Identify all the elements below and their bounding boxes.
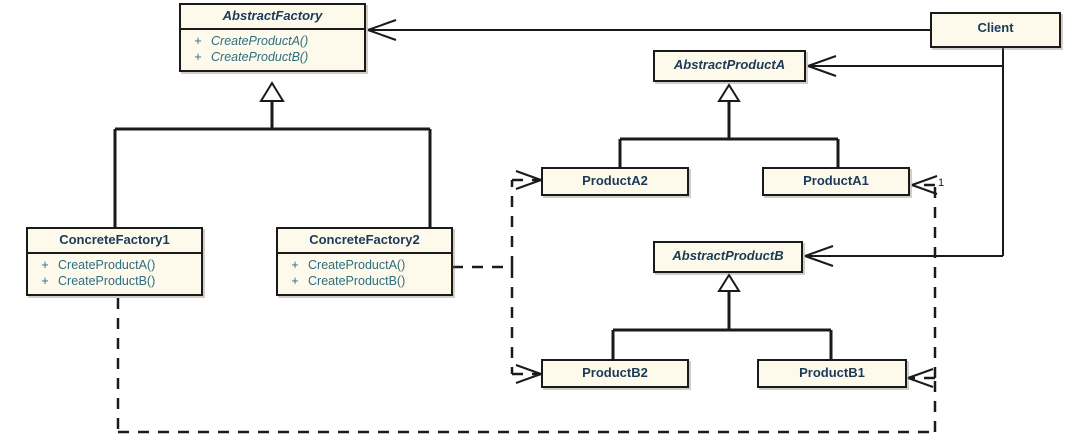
member-visibility: +	[194, 50, 202, 65]
member-name: CreateProductA()	[308, 257, 406, 272]
association-client-to-abstractproducta	[807, 48, 1004, 77]
class-title: AbstractProductA	[673, 57, 786, 72]
member-visibility: +	[41, 274, 49, 289]
association-client-to-abstractfactory	[367, 19, 930, 41]
member-visibility: +	[291, 274, 299, 289]
class-product-a1[interactable]: ProductA1	[762, 167, 910, 196]
class-title: ConcreteFactory1	[59, 232, 170, 247]
class-title: Client	[977, 20, 1014, 35]
class-abstract-product-a[interactable]: AbstractProductA	[653, 50, 806, 82]
generalization-producta-to-abstractproducta	[618, 83, 840, 168]
class-abstract-product-b[interactable]: AbstractProductB	[653, 241, 803, 273]
members-compartment: + CreateProductA() + CreateProductB()	[278, 254, 451, 294]
compartment-separator	[181, 27, 364, 30]
class-product-a2[interactable]: ProductA2	[541, 167, 689, 196]
class-concrete-factory-1[interactable]: ConcreteFactory1 + CreateProductA() + Cr…	[26, 227, 203, 296]
generalization-concretefactories-to-abstractfactory	[113, 81, 432, 227]
member-visibility: +	[41, 257, 49, 272]
member-row: + CreateProductB()	[32, 273, 197, 290]
member-row: + CreateProductB()	[185, 49, 360, 66]
members-compartment: + CreateProductA() + CreateProductB()	[28, 254, 201, 294]
generalization-productb-to-abstractproductb	[611, 273, 833, 360]
member-name: CreateProductB()	[211, 50, 309, 65]
dependency-concretefactory1-to-products	[116, 175, 938, 434]
dependency-concretefactory2-to-products	[452, 170, 542, 384]
multiplicity-label-product-a1: 1	[938, 177, 945, 189]
class-abstract-factory[interactable]: AbstractFactory + CreateProductA() + Cre…	[179, 3, 366, 72]
class-title: ProductA1	[803, 173, 869, 188]
class-title: ConcreteFactory2	[309, 232, 420, 247]
member-row: + CreateProductA()	[32, 257, 197, 274]
class-product-b2[interactable]: ProductB2	[541, 359, 689, 388]
member-name: CreateProductB()	[58, 274, 156, 289]
class-title: AbstractFactory	[222, 8, 323, 23]
class-product-b1[interactable]: ProductB1	[757, 359, 907, 388]
compartment-separator	[28, 251, 201, 254]
class-title: ProductA2	[582, 173, 648, 188]
class-client[interactable]: Client	[930, 12, 1061, 48]
compartment-separator	[278, 251, 451, 254]
class-title: ProductB1	[799, 365, 865, 380]
member-visibility: +	[194, 33, 202, 48]
member-name: CreateProductA()	[211, 33, 309, 48]
class-concrete-factory-2[interactable]: ConcreteFactory2 + CreateProductA() + Cr…	[276, 227, 453, 296]
association-client-to-abstractproductb	[804, 66, 1004, 267]
member-row: + CreateProductA()	[185, 33, 360, 50]
member-row: + CreateProductA()	[282, 257, 447, 274]
member-row: + CreateProductB()	[282, 273, 447, 290]
members-compartment: + CreateProductA() + CreateProductB()	[181, 30, 364, 70]
class-title: ProductB2	[582, 365, 648, 380]
member-visibility: +	[291, 257, 299, 272]
class-title: AbstractProductB	[672, 248, 784, 263]
member-name: CreateProductB()	[308, 274, 406, 289]
member-name: CreateProductA()	[58, 257, 156, 272]
